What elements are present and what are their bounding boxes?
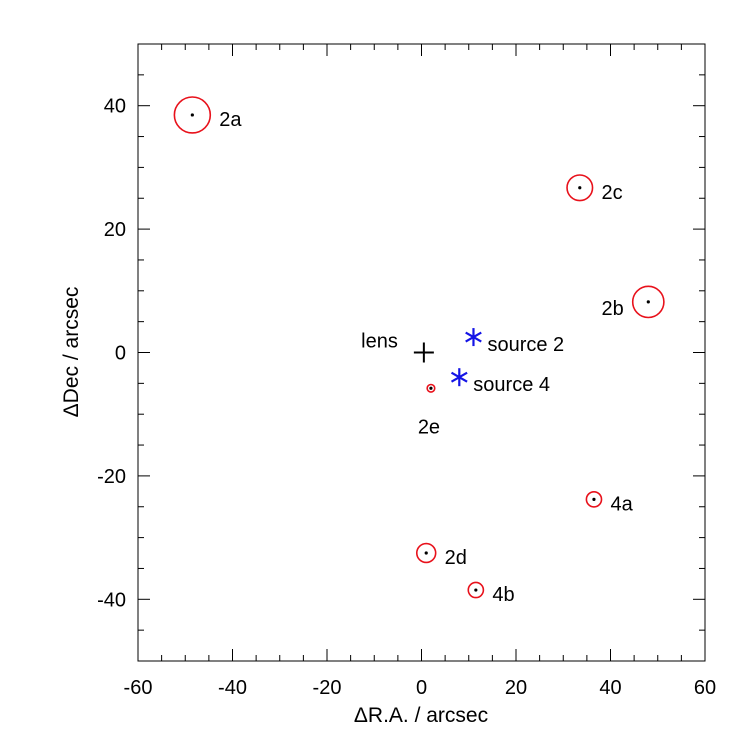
x-tick-label: 0 [416, 677, 427, 699]
source-label: source 2 [487, 334, 564, 356]
lens-marker [413, 342, 434, 363]
y-tick-label: 40 [104, 96, 126, 118]
image-circle-2a [173, 96, 212, 134]
image-dot-2e [429, 386, 433, 390]
image-circle-2e [426, 383, 436, 393]
y-tick-label: 0 [115, 343, 126, 365]
x-tick-label: -20 [313, 677, 342, 699]
source-label: source 4 [473, 374, 550, 396]
source-marker [450, 368, 468, 387]
image-circle-2c [566, 174, 594, 202]
minor-ticks [138, 43, 705, 662]
image-circle-4b [467, 581, 485, 599]
image-dot-2d [424, 551, 428, 555]
x-tick-label: 60 [694, 677, 716, 699]
y-axis-label: ΔDec / arcsec [60, 287, 83, 418]
x-tick-label: -40 [218, 677, 247, 699]
x-tick-label: 40 [599, 677, 621, 699]
y-tick-label: 20 [104, 219, 126, 241]
image-label-2e: 2e [418, 416, 440, 438]
image-dot-2a [190, 113, 194, 117]
image-label-4a: 4a [611, 493, 634, 515]
source-asterisk-arm [465, 331, 482, 343]
x-tick-label: 20 [505, 677, 527, 699]
x-tick-label: -60 [124, 677, 153, 699]
image-dot-2b [646, 300, 650, 304]
lens-label: lens [361, 331, 398, 353]
image-dot-4a [592, 497, 596, 501]
image-label-2c: 2c [602, 182, 623, 204]
image-dot-2c [578, 186, 582, 190]
y-tick-label: -20 [97, 466, 126, 488]
image-dot-4b [474, 588, 478, 592]
x-axis-label: ΔR.A. / arcsec [354, 704, 488, 727]
point-labels: 2a 2b 2c 2d 2e 4a 4b source 2 source 4 lens [219, 109, 633, 606]
image-label-2b: 2b [601, 298, 623, 320]
source-asterisk-arm [450, 371, 468, 383]
image-markers [173, 96, 665, 599]
source-markers [450, 328, 482, 387]
image-label-4b: 4b [492, 584, 514, 606]
image-circle-4a [585, 490, 603, 508]
image-label-2a: 2a [219, 109, 242, 131]
x-tick-labels: -60 -40 -20 0 20 40 60 [124, 677, 717, 699]
image-circle-2b [631, 285, 665, 319]
y-tick-labels: -40 -20 0 20 40 [97, 96, 126, 612]
y-tick-label: -40 [97, 589, 126, 611]
source-marker [465, 328, 482, 347]
image-circle-2d [415, 542, 437, 564]
image-label-2d: 2d [445, 547, 467, 569]
major-ticks [137, 44, 706, 661]
